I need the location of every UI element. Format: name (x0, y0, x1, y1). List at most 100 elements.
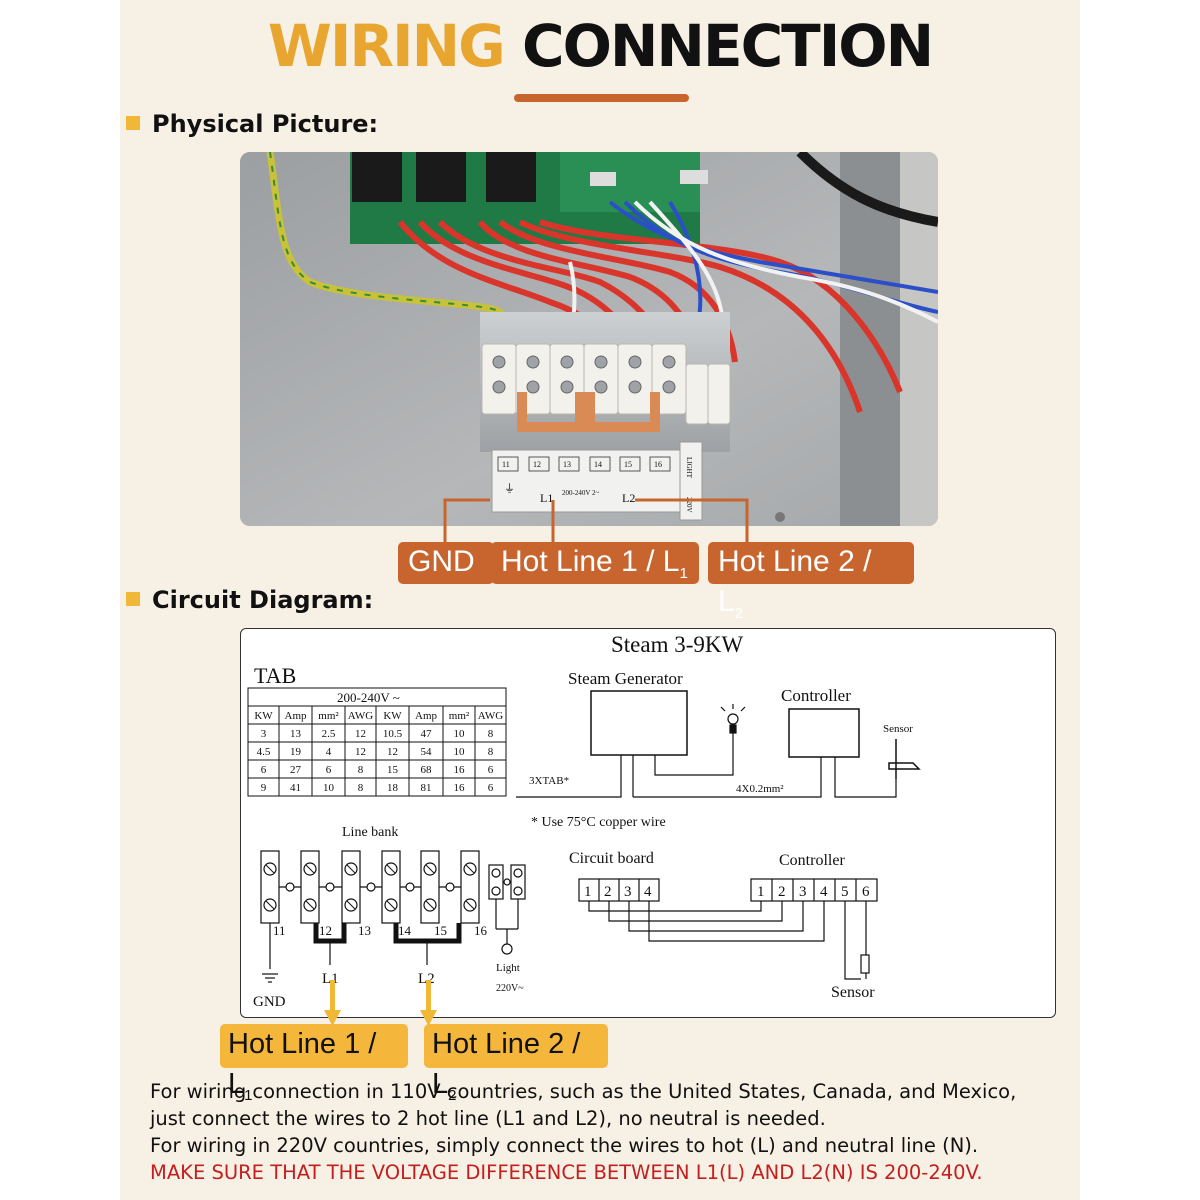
ctrl-pin-2: 2 (778, 884, 786, 900)
table-cell: 4 (326, 746, 332, 758)
table-cell: 8 (358, 782, 364, 794)
note-warning: MAKE SURE THAT THE VOLTAGE DIFFERENCE BE… (150, 1161, 983, 1184)
sensor-bottom-label: Sensor (831, 984, 875, 1001)
table-cell: 6 (326, 764, 332, 776)
photo-terminal-11: 11 (502, 460, 510, 469)
table-voltage-header: 200-240V ~ (337, 690, 400, 705)
diagram-title: Steam 3-9KW (611, 632, 744, 657)
table-cell: 4.5 (257, 746, 271, 758)
copper-wire-note: * Use 75°C copper wire (531, 815, 666, 830)
table-cell: 81 (421, 782, 432, 794)
photo-label-l1: L1 (540, 491, 553, 505)
title-underline (514, 94, 689, 102)
cb-pin-2: 2 (604, 884, 612, 900)
controller-top-box (788, 708, 860, 758)
table-header-cell: mm² (449, 710, 470, 722)
table-cell: 6 (488, 764, 494, 776)
ground-symbol-icon (262, 973, 278, 983)
table-cell: 10 (323, 782, 335, 794)
table-cell: 3 (261, 728, 267, 740)
cb-pin-3: 3 (624, 884, 632, 900)
line-bank-label: Line bank (342, 825, 398, 840)
note-line-3: For wiring in 220V countries, simply con… (150, 1134, 979, 1157)
tab-label: TAB (254, 663, 296, 688)
table-header-cell: KW (254, 710, 273, 722)
steam-generator-box (590, 690, 688, 756)
light-terminal (488, 864, 526, 955)
table-header-cell: Amp (285, 710, 308, 722)
tag-hot-line-1: Hot Line 1 / L1 (491, 542, 699, 584)
table-cell: 47 (421, 728, 433, 740)
table-cell: 54 (421, 746, 433, 758)
terminal-box-photo: 11 12 13 14 15 16 ⏚ L1 200-240V 2~ L2 LI… (240, 152, 938, 526)
generator-wiring (516, 733, 897, 798)
table-cell: 12 (387, 746, 398, 758)
table-cell: 6 (261, 764, 267, 776)
callout-lines (443, 498, 749, 542)
photo-label-l2: L2 (622, 491, 635, 505)
photo-label-light: LIGHT (685, 457, 693, 479)
table-header-cell: mm² (318, 710, 339, 722)
yellow-tag-hot-line-1: Hot Line 1 / L1 (220, 1024, 408, 1104)
photo-terminal-13: 13 (563, 460, 571, 469)
table-cell: 6 (488, 782, 494, 794)
photo-terminal-12: 12 (533, 460, 541, 469)
table-cell: 12 (355, 728, 366, 740)
table-cell: 8 (488, 746, 494, 758)
sensor-top-label: Sensor (883, 723, 913, 735)
circuit-board-label: Circuit board (569, 850, 654, 867)
photo-ground-symbol: ⏚ (504, 482, 515, 495)
title-word-connection: CONNECTION (522, 12, 934, 80)
controller-top-label: Controller (781, 686, 851, 705)
table-cell: 12 (355, 746, 366, 758)
cb-pin-1: 1 (584, 884, 592, 900)
lamp-icon (720, 704, 746, 734)
diagram-terminal-15: 15 (434, 923, 447, 938)
cable-3xtab-label: 3XTAB* (529, 775, 569, 787)
diagram-arrows (324, 980, 437, 1026)
ctrl-pin-4: 4 (820, 884, 828, 900)
diagram-terminal-12: 12 (319, 923, 332, 938)
board-controller-wiring (588, 901, 870, 980)
table-cell: 19 (290, 746, 302, 758)
ctrl-pin-6: 6 (862, 884, 870, 900)
photo-terminal-15: 15 (624, 460, 632, 469)
sensor-top-icon (888, 739, 921, 779)
table-cell: 15 (387, 764, 399, 776)
table-cell: 9 (261, 782, 267, 794)
table-cell: 8 (358, 764, 364, 776)
infographic-page: WIRING CONNECTION Physical Picture: (120, 0, 1080, 1200)
photo-label-voltage: 200-240V 2~ (562, 489, 600, 497)
diagram-terminal-13: 13 (358, 923, 371, 938)
ctrl-pin-3: 3 (799, 884, 807, 900)
note-line-1: For wiring connection in 110V countries,… (150, 1080, 1017, 1103)
table-cell: 16 (454, 764, 466, 776)
light-label: Light (496, 962, 520, 974)
table-cell: 18 (387, 782, 399, 794)
yellow-tag-hot-line-2: Hot Line 2 / L2 (424, 1024, 608, 1104)
section-heading-circuit: Circuit Diagram: (126, 586, 373, 614)
wiring-notes: For wiring connection in 110V countries,… (150, 1078, 1070, 1186)
table-header-cell: AWG (348, 710, 373, 722)
photo-label-220v: 220V (685, 497, 693, 513)
table-cell: 41 (290, 782, 301, 794)
controller-bottom-label: Controller (779, 852, 845, 869)
bullet-square-icon (126, 116, 140, 130)
table-cell: 2.5 (322, 728, 336, 740)
photo-terminal-14: 14 (594, 460, 602, 469)
ctrl-pin-1: 1 (757, 884, 765, 900)
diagram-gnd-label: GND (253, 994, 286, 1010)
steam-generator-label: Steam Generator (568, 669, 683, 688)
title-word-wiring: WIRING (267, 12, 506, 80)
table-header-cell: AWG (478, 710, 503, 722)
tag-gnd: GND (398, 542, 494, 584)
cb-pin-4: 4 (644, 884, 652, 900)
table-cell: 16 (454, 782, 466, 794)
diagram-terminal-16: 16 (474, 923, 488, 938)
diagram-terminal-11: 11 (273, 923, 286, 938)
table-cell: 13 (290, 728, 302, 740)
physical-picture: 11 12 13 14 15 16 ⏚ L1 200-240V 2~ L2 LI… (240, 152, 938, 526)
tag-hot-line-2: Hot Line 2 / L2 (708, 542, 914, 622)
table-cell: 10 (454, 746, 466, 758)
